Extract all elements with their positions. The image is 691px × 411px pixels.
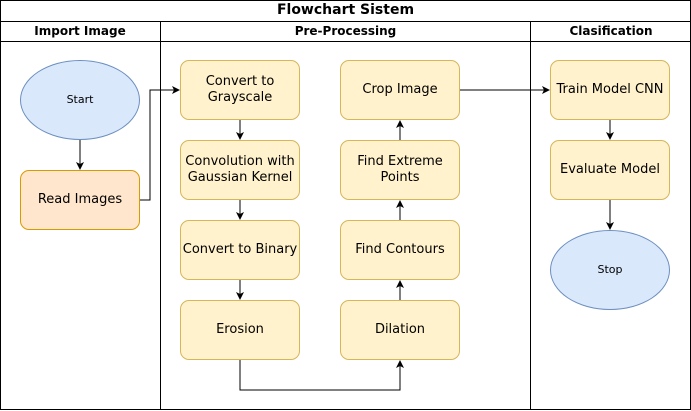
lane-header-classification: Clasification bbox=[569, 24, 653, 38]
convert-grayscale-node[interactable]: Convert to Grayscale bbox=[180, 60, 300, 120]
lane-header-preprocessing: Pre-Processing bbox=[294, 24, 397, 38]
find-extreme-points-node[interactable]: Find Extreme Points bbox=[340, 140, 460, 200]
convert-binary-node[interactable]: Convert to Binary bbox=[180, 220, 300, 280]
find-contours-node[interactable]: Find Contours bbox=[340, 220, 460, 280]
crop-image-node[interactable]: Crop Image bbox=[340, 60, 460, 120]
arrow-read-to-grayscale bbox=[140, 86, 180, 201]
stop-node[interactable]: Stop bbox=[550, 230, 670, 310]
evaluate-model-node[interactable]: Evaluate Model bbox=[550, 140, 670, 200]
dilation-node[interactable]: Dilation bbox=[340, 300, 460, 360]
train-model-node[interactable]: Train Model CNN bbox=[550, 60, 670, 120]
lane-header-import: Import Image bbox=[34, 24, 126, 38]
start-node[interactable]: Start bbox=[20, 60, 140, 140]
diagram-title: Flowchart Sistem bbox=[276, 2, 415, 18]
convolution-node[interactable]: Convolution with Gaussian Kernel bbox=[180, 140, 300, 200]
arrow-erosion-to-dilation bbox=[239, 360, 404, 391]
read-images-node[interactable]: Read Images bbox=[20, 170, 140, 230]
erosion-node[interactable]: Erosion bbox=[180, 300, 300, 360]
